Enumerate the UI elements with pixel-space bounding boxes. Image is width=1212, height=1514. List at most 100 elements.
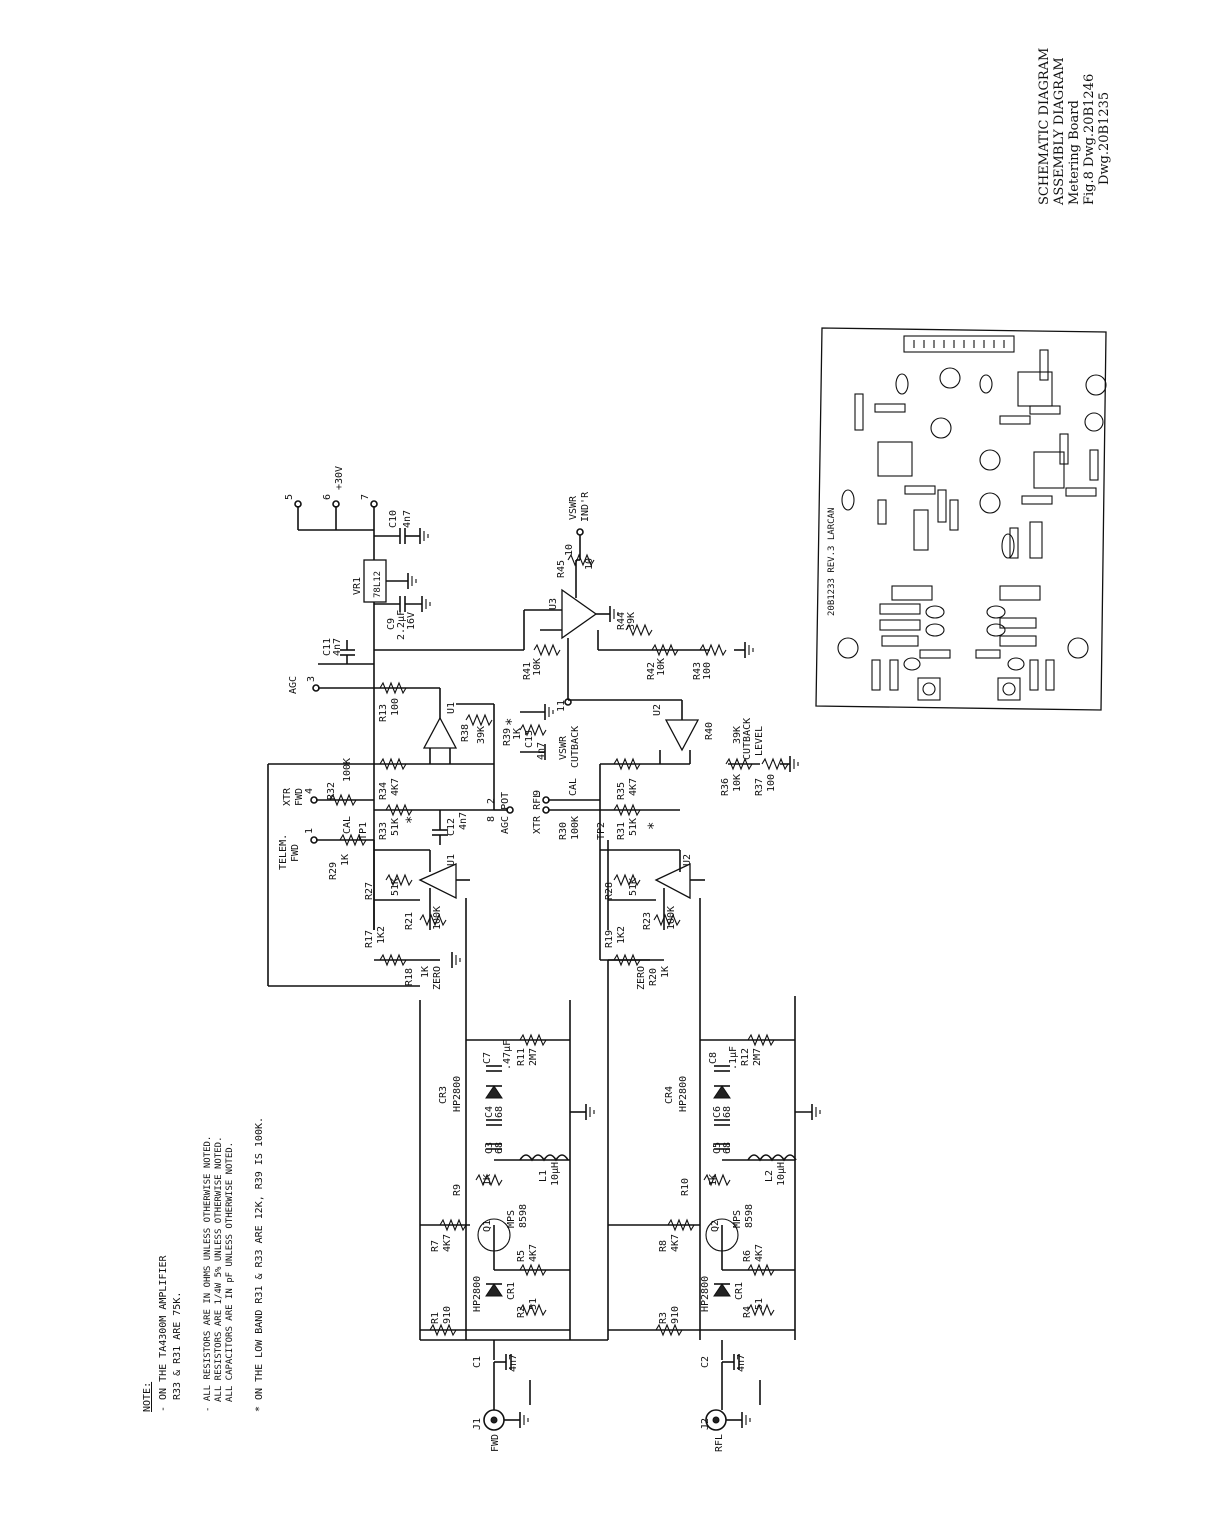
board-r38 [930,417,952,439]
label-l1: L1 [538,1170,549,1182]
label-pin4: 4 [304,788,315,794]
label-c8-val: .1µF [728,1046,739,1070]
label-j1: J1 [472,1418,483,1430]
board-u2 [1033,451,1065,489]
board-j1 [917,677,941,701]
label-c5: C5 [712,1142,723,1154]
label-c8: C8 [708,1052,719,1064]
label-r36: R36 [720,778,731,796]
notes-n2c: ALL CAPACITORS ARE IN pF UNLESS OTHERWIS… [225,1142,235,1402]
label-r9-val: 1K [482,1174,493,1186]
label-r12: R12 [740,1048,751,1066]
notes: NOTE: - ON THE TA4300M AMPLIFIER R33 & R… [142,1117,265,1412]
label-u2-lower: U2 [682,854,693,866]
label-c13-val: 4n7 [536,742,547,760]
label-r21: R21 [404,912,415,930]
label-r11: R11 [516,1048,527,1066]
label-r3: R3 [658,1312,669,1324]
label-q2-val: MPS [732,1210,743,1228]
label-r34: R34 [378,782,389,800]
label-r19: R19 [604,930,615,948]
board-r39 [1084,412,1104,432]
label-r17-val: 1K2 [376,926,387,944]
label-r2-val: 51 [528,1298,539,1310]
label-r20-val: 1K [660,966,671,978]
label-pin3: 3 [306,676,317,682]
label-c12: C12 [446,818,457,836]
label-xtr-fwd2: FWD [294,788,305,806]
board-r42 [1085,374,1107,396]
label-vswr-cut: VSWR [558,735,569,760]
label-r45: R45 [556,560,567,578]
label-r1: R1 [430,1312,441,1324]
label-r1-val: 910 [442,1306,453,1324]
q2-transistor [705,1218,739,1252]
label-r40-val: 39K [732,726,743,744]
label-r39-val: 1K [512,728,523,740]
board-j1-center [922,682,936,696]
label-r35-val: 4K7 [628,778,639,796]
label-agc-pot: AGC POT [500,792,511,834]
label-r7-val: 4K7 [442,1234,453,1252]
u2-opamp-upper [664,719,700,752]
notes-n2a: - ALL RESISTORS ARE IN OHMS UNLESS OTHER… [203,1136,213,1412]
label-r43-val: 100 [702,662,713,680]
label-pin8: 8 [486,816,497,822]
label-r7: R7 [430,1240,441,1252]
label-r37-val: 100 [766,774,777,792]
label-r31: R31 [616,822,627,840]
label-cr3-val: HP2800 [452,1076,463,1112]
label-r38-val: 39K [476,726,487,744]
label-r4: R4 [742,1306,753,1318]
board-r36 [979,492,1001,514]
label-vr1: VR1 [352,577,363,595]
label-r13: R13 [378,704,389,722]
board-q2 [1067,637,1089,659]
board-vr1 [939,367,961,389]
label-r35: R35 [616,782,627,800]
label-r32-val: 100K [342,758,353,782]
label-r27-val: 51K [390,878,401,896]
label-u1-lower: U1 [446,854,457,866]
label-cr2: CR1 [734,1282,745,1300]
label-u1: U1 [446,702,457,714]
label-c1-val: 4n7 [508,1354,519,1372]
label-c6-val: 68 [722,1106,733,1118]
label-tp1: TP1 [358,822,369,840]
star-r39: * [504,718,520,726]
label-pin9: 9 [532,790,543,796]
label-r42: R42 [646,662,657,680]
label-pin1: 1 [304,828,315,834]
label-cr4: CR4 [664,1086,675,1104]
label-q2-val2: 8598 [744,1204,755,1228]
board-j2-center [1002,682,1016,696]
label-c3-val: 68 [494,1142,505,1154]
connector-pins [913,340,1005,348]
label-j2: J2 [700,1418,711,1430]
label-cutback: CUTBACK [742,718,753,760]
label-l2: L2 [764,1170,775,1182]
label-r23: R23 [642,912,653,930]
label-u2: U2 [652,704,663,716]
label-q1-val: MPS [506,1210,517,1228]
label-r39: R39 [502,728,513,746]
label-r37: R37 [754,778,765,796]
schematic-labels: 5 6 +30V 7 C10 4n7 VR1 78L12 C9 2.2µF 16… [278,466,787,1452]
notes-n1b: R33 & R31 ARE 75K. [172,1292,183,1400]
q1-transistor [477,1218,511,1252]
u1-opamp-lower [418,862,457,900]
label-u3: U3 [548,598,559,610]
label-r5-val: 4K7 [528,1244,539,1262]
label-c4-val: 68 [494,1106,505,1118]
label-r6-val: 4K7 [754,1244,765,1262]
label-r44-val: 39K [626,612,637,630]
label-xtr-rfl: XTR RFL [532,792,543,834]
label-c10-val: 4n7 [402,510,413,528]
label-r12-val: 2M7 [752,1048,763,1066]
label-r30: R30 [558,822,569,840]
label-pin5: 5 [284,494,295,500]
label-r17: R17 [364,930,375,948]
label-c7-val: .47µF [502,1040,513,1070]
label-r32: R32 [326,782,337,800]
